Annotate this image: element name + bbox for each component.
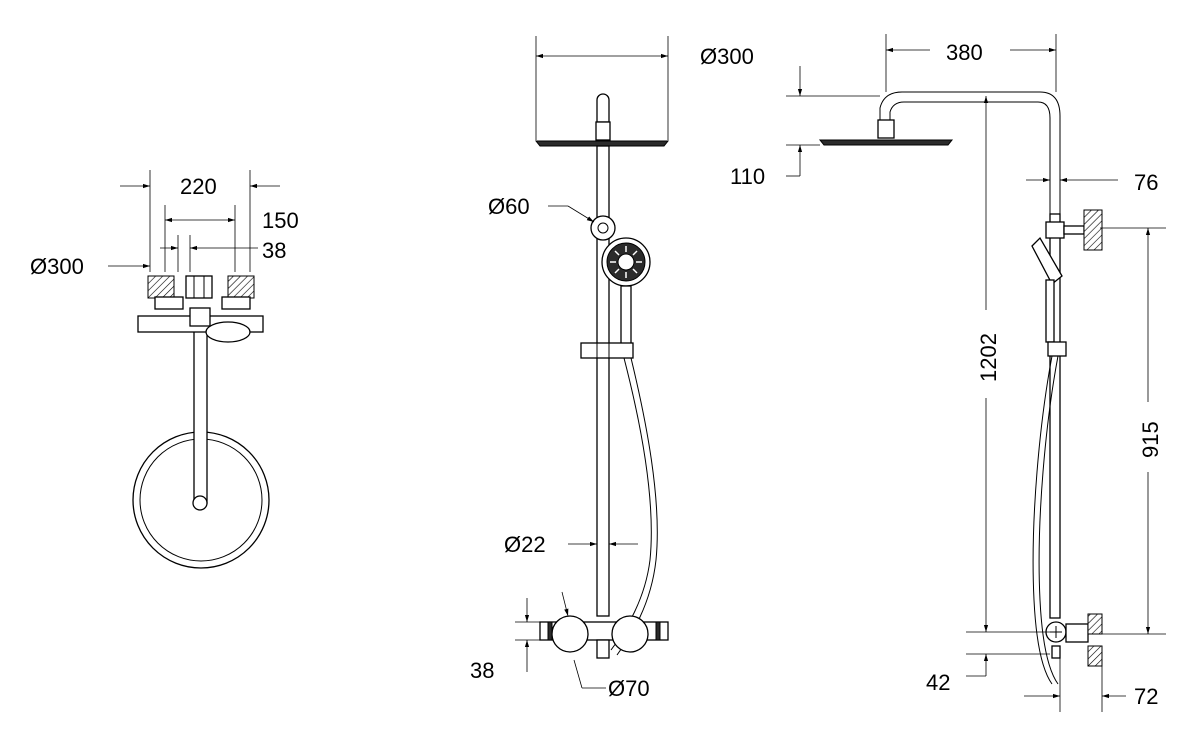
center-block: [185, 275, 213, 299]
hand-shower-handle: [620, 285, 632, 345]
side-rain-head: [818, 139, 954, 146]
top-dim-38: 38: [262, 238, 286, 263]
pipe-top-cap: [596, 93, 610, 123]
side-wall-mount-top: [1087, 613, 1103, 635]
front-dim-diameter-300: Ø300: [700, 44, 754, 69]
top-dim-diameter-300: Ø300: [30, 254, 84, 279]
side-dim-380: 380: [946, 40, 983, 65]
arm-end: [192, 495, 208, 511]
side-mixer-body: [1065, 623, 1089, 643]
side-holder-arm: [1063, 225, 1085, 235]
side-main-pipe: [1049, 213, 1061, 619]
side-dim-915: 915: [1138, 421, 1163, 458]
front-dim-diameter-60: Ø60: [488, 194, 530, 219]
wall-bracket-left: [147, 275, 175, 299]
hand-shower-holder: [590, 215, 616, 241]
top-dim-150: 150: [262, 208, 299, 233]
front-dim-diameter-70: Ø70: [608, 676, 650, 701]
side-dim-42: 42: [926, 670, 950, 695]
front-handle-right: [611, 615, 649, 653]
side-head-connector: [877, 119, 895, 139]
side-dim-1202: 1202: [976, 333, 1001, 382]
hand-shower-top: [205, 321, 251, 343]
front-dim-diameter-22: Ø22: [504, 532, 546, 557]
side-hose: [1032, 355, 1053, 685]
side-hand-handle: [1045, 279, 1055, 343]
top-dim-220: 220: [180, 174, 217, 199]
arm-pipe: [193, 324, 208, 504]
outlet-top: [189, 307, 211, 327]
valve-nut-left: [154, 296, 184, 310]
front-rain-head: [534, 140, 670, 147]
front-hose: [610, 357, 652, 651]
side-wall-mount-bottom: [1087, 645, 1103, 667]
slide-holder: [580, 342, 634, 359]
side-dim-72: 72: [1134, 684, 1158, 709]
side-dim-110: 110: [730, 164, 765, 189]
side-view: 380 110 76 1202 42 915 72: [730, 34, 1166, 712]
head-connector: [595, 121, 611, 141]
top-view: 220 150 38 Ø300: [30, 170, 299, 569]
side-holder-knob: [1083, 209, 1103, 251]
valve-nut-right: [221, 296, 251, 310]
front-outlet: [596, 639, 610, 659]
side-arm: [879, 91, 1061, 214]
wall-bracket-right: [227, 275, 255, 299]
side-dim-76: 76: [1134, 170, 1158, 195]
side-hand-shower: [1031, 236, 1063, 285]
front-dim-38: 38: [470, 658, 494, 683]
front-handle-left: [551, 615, 589, 653]
side-holder-clamp: [1045, 221, 1065, 239]
front-view: Ø300 Ø60 Ø22 38 Ø70: [470, 36, 754, 701]
side-slide-holder: [1047, 341, 1067, 357]
